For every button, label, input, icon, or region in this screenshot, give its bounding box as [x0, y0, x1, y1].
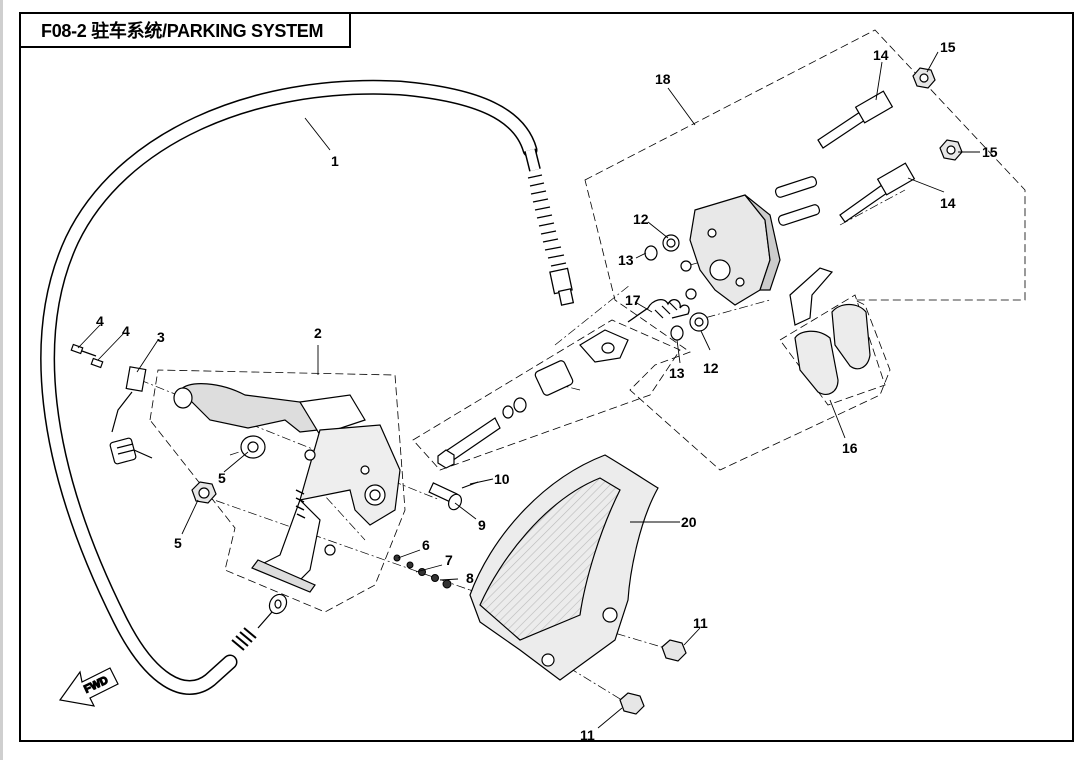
actuator-parts	[437, 329, 629, 469]
callout-18: 18	[655, 71, 671, 87]
callout-4b: 4	[122, 323, 130, 339]
group-2-outline	[149, 369, 406, 613]
callout-12a: 12	[633, 211, 649, 227]
callout-13a: 13	[618, 252, 634, 268]
screws-4	[70, 343, 104, 369]
callout-2: 2	[314, 325, 322, 341]
callout-11b: 11	[580, 727, 595, 743]
pin-9-10	[428, 481, 479, 511]
callout-13b: 13	[669, 365, 685, 381]
callout-4a: 4	[96, 313, 104, 329]
title-box: F08-2 驻车系统/PARKING SYSTEM	[19, 12, 351, 48]
callout-6: 6	[422, 537, 430, 553]
group-17-outline	[412, 319, 681, 471]
callout-labels: 1 2 3 4 4 5 5 6 7 8 9 10 11 11 12 12 13 …	[96, 39, 998, 743]
callout-15b: 15	[982, 144, 998, 160]
callout-15a: 15	[940, 39, 956, 55]
drawing-frame	[19, 12, 1074, 742]
callout-17: 17	[625, 292, 641, 308]
nuts-5	[191, 435, 266, 504]
callout-12b: 12	[703, 360, 719, 376]
pins-14	[817, 90, 916, 223]
nuts-15	[912, 67, 963, 161]
group-18-outline	[584, 29, 1026, 471]
parking-lever-assembly	[173, 383, 401, 593]
callout-20: 20	[681, 514, 697, 530]
callout-16: 16	[842, 440, 858, 456]
callout-9: 9	[478, 517, 486, 533]
callout-10: 10	[494, 471, 510, 487]
callout-5a: 5	[218, 470, 226, 486]
brake-cable	[40, 79, 575, 695]
brake-pads-16	[789, 267, 871, 395]
small-hardware-6-7-8	[393, 554, 452, 589]
callout-8: 8	[466, 570, 474, 586]
spring-17	[627, 298, 690, 323]
page-edge-bar	[0, 0, 3, 760]
callout-5b: 5	[174, 535, 182, 551]
page-title: F08-2 驻车系统/PARKING SYSTEM	[41, 21, 324, 41]
caliper-assembly-18	[689, 176, 821, 306]
callout-14a: 14	[873, 47, 889, 63]
fwd-arrow-icon: FWD	[58, 667, 119, 707]
guard-20	[469, 454, 659, 681]
callout-7: 7	[445, 552, 453, 568]
callout-1: 1	[331, 153, 339, 169]
callout-3: 3	[157, 329, 165, 345]
callout-11a: 11	[693, 615, 708, 631]
leader-lines	[77, 51, 980, 729]
callout-14b: 14	[940, 195, 956, 211]
bolts-11	[619, 639, 687, 715]
brake-switch	[109, 366, 153, 465]
